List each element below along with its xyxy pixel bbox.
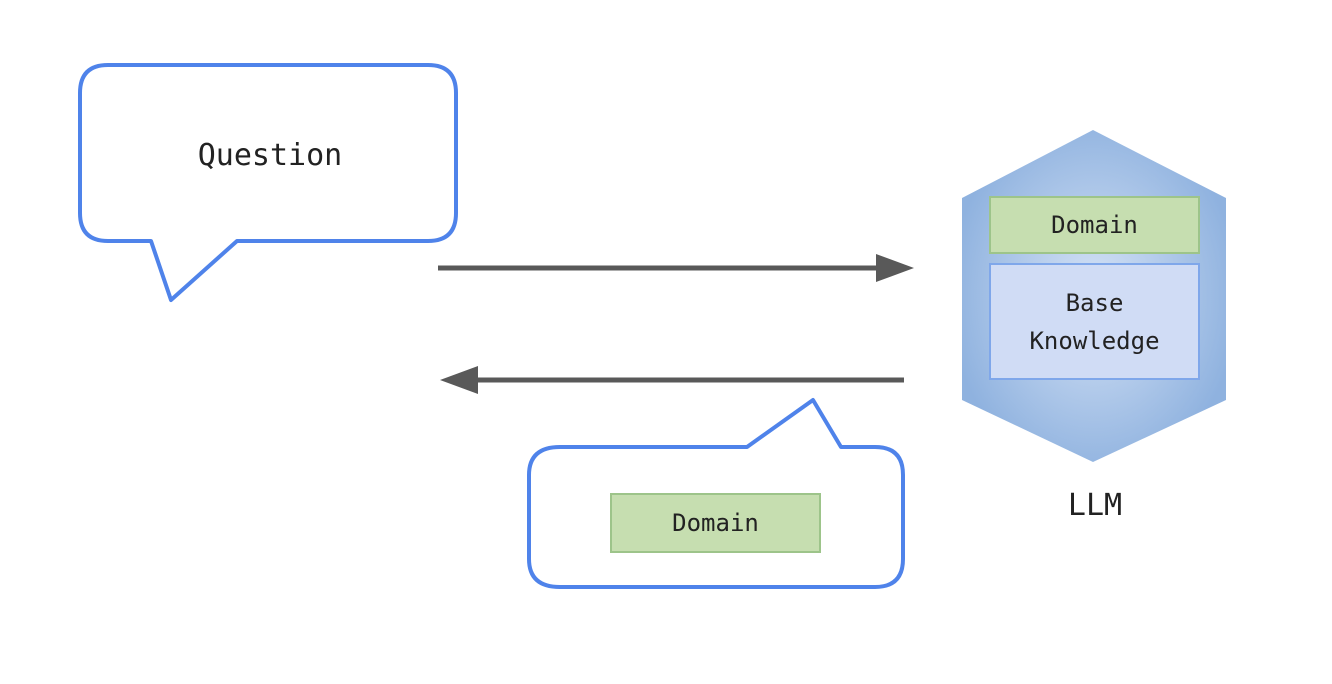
- base-knowledge-line1: Base: [1065, 288, 1124, 317]
- response-arrowhead-icon: [440, 366, 478, 394]
- answer-domain-box: Domain: [610, 493, 821, 553]
- llm-domain-box: Domain: [989, 196, 1200, 254]
- query-arrowhead-icon: [876, 254, 914, 282]
- base-knowledge-line2: Knowledge: [1029, 326, 1160, 355]
- question-label: Question: [197, 138, 343, 173]
- llm-domain-label: Domain: [1051, 211, 1138, 239]
- base-knowledge-box: Base Knowledge: [989, 263, 1200, 380]
- answer-domain-label: Domain: [672, 509, 759, 537]
- question-bubble: [78, 63, 458, 302]
- llm-label: LLM: [1067, 488, 1123, 523]
